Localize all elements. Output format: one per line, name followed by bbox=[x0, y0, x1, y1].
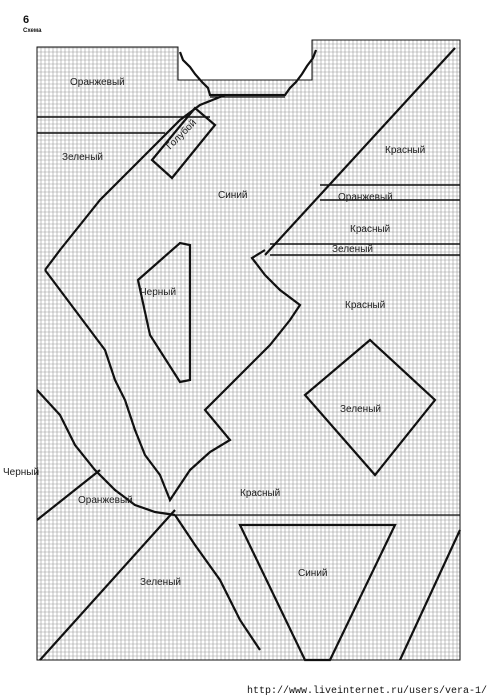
lower-vee-line bbox=[174, 514, 261, 651]
page-number: 6 bbox=[23, 14, 30, 26]
label-red-right: Красный bbox=[345, 300, 385, 311]
label-orange-lower: Оранжевый bbox=[78, 495, 133, 506]
neckline-outline bbox=[178, 49, 318, 97]
label-black-left: Черный bbox=[3, 467, 39, 478]
source-url: http://www.liveinternet.ru/users/vera-1/ bbox=[246, 686, 487, 697]
label-green-left: Зеленый bbox=[62, 152, 103, 163]
long-lower-diagonal bbox=[39, 509, 176, 661]
right-diagonal-lower bbox=[399, 529, 461, 661]
label-green-right-stripe: Зеленый bbox=[332, 244, 373, 255]
label-blue-triangle: Синий bbox=[298, 568, 328, 579]
label-blue-upper: Синий bbox=[218, 190, 248, 201]
label-green-lower: Зеленый bbox=[140, 577, 181, 588]
center-diagonal-line bbox=[44, 249, 302, 503]
black-shape-outline bbox=[136, 241, 192, 384]
lower-cross-line bbox=[36, 469, 101, 521]
label-green-diamond: Зеленый bbox=[340, 404, 381, 415]
label-red-lower: Красный bbox=[240, 488, 280, 499]
label-black-center: Черный bbox=[140, 287, 176, 298]
label-red-right-top: Красный bbox=[385, 145, 425, 156]
scheme-title: Схема bbox=[23, 28, 42, 34]
label-red-right-mid: Красный bbox=[350, 224, 390, 235]
green-diamond-outline bbox=[303, 338, 437, 477]
light-blue-strip-outline bbox=[150, 106, 217, 180]
blue-triangle-outline bbox=[238, 523, 397, 662]
lower-left-diagonal bbox=[36, 389, 176, 517]
label-orange-top: Оранжевый bbox=[70, 77, 125, 88]
label-orange-right: Оранжевый bbox=[338, 192, 393, 203]
long-diagonal-line bbox=[264, 47, 456, 256]
grid-border bbox=[36, 39, 461, 661]
